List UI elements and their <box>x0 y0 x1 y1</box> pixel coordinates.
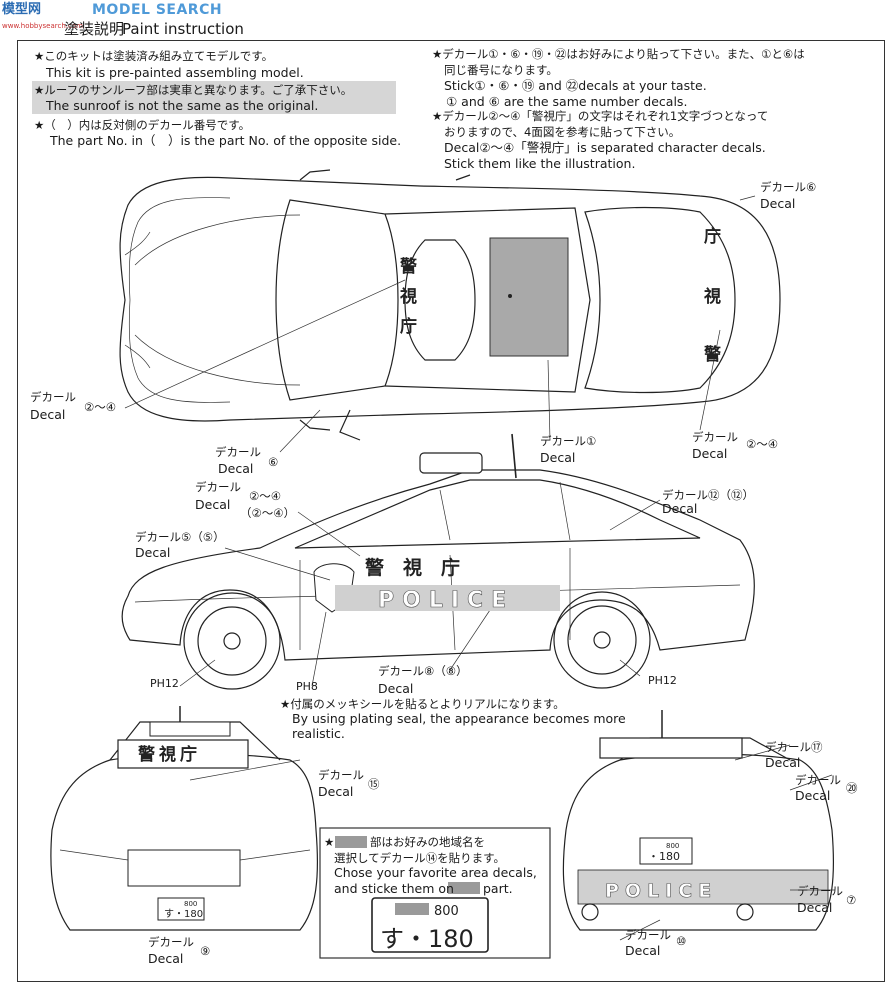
callout-top-6a-en: Decal <box>760 196 796 211</box>
area-note-line4-pre: and sticke them on <box>334 881 454 896</box>
note-right-7: Decal②～④「警視庁」is separated character deca… <box>444 140 766 155</box>
note-right-1: ★デカール①・⑥・⑲・㉒はお好みにより貼って下さい。また、①と⑥は <box>432 47 805 61</box>
callout-rear-7-en: Decal <box>797 900 833 915</box>
callout-rear-10-jp: デカール <box>625 928 671 942</box>
area-note-line2: 選択してデカール⑭を貼ります。 <box>334 851 506 865</box>
note-right-2: 同じ番号になります。 <box>444 63 558 77</box>
front-sign-text: 警視庁 <box>137 744 201 765</box>
note-right-5: ★デカール②～④「警視庁」の文字はそれぞれ1文字づつとなって <box>432 109 769 123</box>
note-sunroof-jp: ★ルーフのサンルーフ部は実車と異なります。ご了承下さい。 <box>34 83 353 97</box>
callout-front-9-jp: デカール <box>148 935 194 949</box>
rear-plate-bottom: ・180 <box>648 850 680 863</box>
callout-side-2-4-alt: （②～④） <box>240 506 296 520</box>
trunk-char-1: 庁 <box>704 226 721 247</box>
top-view-car <box>119 169 781 453</box>
page-title-jp: 塗装説明 <box>64 20 125 38</box>
callout-side-2-4-en: Decal <box>195 497 231 512</box>
note-prepainted-en: This kit is pre-painted assembling model… <box>46 65 304 80</box>
side-police-text: POLICE <box>378 588 514 613</box>
logo-chinese: 模型网 <box>2 1 41 17</box>
area-plate-top: 800 <box>434 904 459 919</box>
watermark-brand: MODEL SEARCH <box>92 2 223 18</box>
callout-top-2-4-left-jp: デカール <box>30 390 76 404</box>
callout-side-5-jp: デカール⑤（⑤） <box>135 530 225 544</box>
rear-police-text: POLICE <box>605 880 717 902</box>
note-opposite-jp: ★（ ）内は反対側のデカール番号です。 <box>34 118 251 132</box>
note-opposite-en: The part No. in（ ）is the part No. of the… <box>50 133 402 148</box>
callout-side-8-jp: デカール⑧（⑧） <box>378 664 468 678</box>
callout-top-1-en: Decal <box>540 450 576 465</box>
area-note-star: ★ <box>324 835 335 849</box>
page-title-en: Paint instruction <box>122 20 244 38</box>
callout-front-15-num: ⑮ <box>368 777 380 791</box>
callout-rear-20-en: Decal <box>795 788 831 803</box>
callout-top-6b-jp: デカール <box>215 445 261 459</box>
callout-top-6b-en: Decal <box>218 461 254 476</box>
callout-top-2-4-right-en: Decal <box>692 446 728 461</box>
callout-top-2-4-right-num: ②～④ <box>746 437 779 451</box>
note-right-4: ① and ⑥ are the same number decals. <box>446 94 688 109</box>
plating-note-en-1: By using plating seal, the appearance be… <box>292 711 626 726</box>
note-sunroof-en: The sunroof is not the same as the origi… <box>46 98 319 113</box>
trunk-char-3: 警 <box>703 344 721 365</box>
ph-label-front-wheel: PH12 <box>150 677 179 690</box>
front-plate-bottom: す・180 <box>164 908 203 920</box>
callout-side-12-en: Decal <box>662 501 698 516</box>
rear-plate-top: 800 <box>666 842 679 850</box>
door-text: 警 視 庁 <box>365 556 460 579</box>
callout-top-2-4-left-en: Decal <box>30 407 66 422</box>
front-plate-top: 800 <box>184 900 197 908</box>
site-logo: 模型网 www.hobbysearch.com <box>0 0 95 36</box>
callout-rear-7-num: ⑦ <box>846 893 857 907</box>
callout-rear-20-num: ⑳ <box>846 781 858 795</box>
rear-view-car <box>562 710 835 941</box>
note-right-6: おりますので、4面図を参考に貼って下さい。 <box>444 125 681 139</box>
plating-note-jp: ★付属のメッキシールを貼るとよりリアルになります。 <box>280 697 565 711</box>
callout-side-2-4-num: ②～④ <box>249 489 282 503</box>
plating-note-en-2: realistic. <box>292 726 345 741</box>
callout-rear-7-jp: デカール <box>797 884 843 898</box>
area-note-line4-post: part. <box>483 881 513 896</box>
roof-char-1: 警 <box>399 256 417 277</box>
note-right-3: Stick①・⑥・⑲ and ㉒decals at your taste. <box>444 78 707 93</box>
callout-side-8-en: Decal <box>378 681 414 696</box>
ph-label-rear-wheel: PH12 <box>648 674 677 687</box>
callout-top-6a-jp: デカール⑥ <box>760 180 817 194</box>
callout-side-5-en: Decal <box>135 545 171 560</box>
callout-rear-10-en: Decal <box>625 943 661 958</box>
callout-front-9-en: Decal <box>148 951 184 966</box>
callout-front-15-en: Decal <box>318 784 354 799</box>
callout-top-2-4-left-num: ②～④ <box>84 400 117 414</box>
callout-rear-17-en: Decal <box>765 755 801 770</box>
callout-top-1-jp: デカール① <box>540 434 597 448</box>
callout-rear-17-jp: デカール⑰ <box>765 740 823 754</box>
callout-rear-20-jp: デカール <box>795 773 841 787</box>
note-prepainted-jp: ★このキットは塗装済み組み立てモデルです。 <box>34 49 274 63</box>
callout-top-2-4-right-jp: デカール <box>692 430 738 444</box>
callout-front-9-num: ⑨ <box>200 944 211 958</box>
callout-side-2-4-jp: デカール <box>195 480 241 494</box>
instruction-frame <box>17 40 885 982</box>
trunk-char-2: 視 <box>703 286 721 307</box>
callout-rear-10-num: ⑩ <box>676 934 687 948</box>
callout-top-6b-num: ⑥ <box>268 455 279 469</box>
front-view-car <box>50 706 319 931</box>
roof-char-2: 視 <box>399 286 417 307</box>
callout-front-15-jp: デカール <box>318 768 364 782</box>
area-note-line1: 部はお好みの地域名を <box>370 835 485 849</box>
sunroof-note-highlight <box>32 81 396 114</box>
callout-side-12-jp: デカール⑫（⑫） <box>662 488 754 502</box>
note-right-8: Stick them like the illustration. <box>444 156 636 171</box>
area-note-line3: Chose your favorite area decals, <box>334 865 537 880</box>
roof-char-3: 庁 <box>400 316 417 337</box>
logo-url: www.hobbysearch.com <box>2 22 83 30</box>
ph-label-door: PH8 <box>296 680 318 693</box>
area-plate-bottom: す・180 <box>380 925 474 953</box>
